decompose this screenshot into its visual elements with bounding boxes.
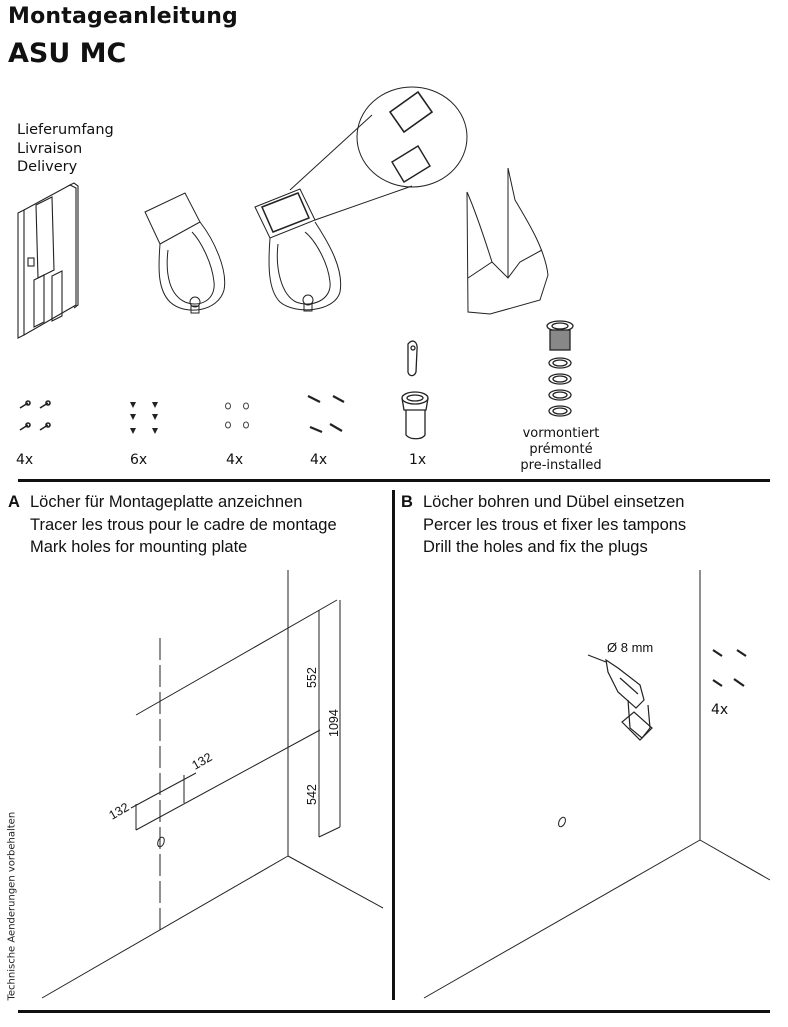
urinal-with-sensor-window-icon bbox=[254, 86, 468, 312]
small-screws-icon bbox=[130, 402, 158, 434]
step-b-line-fr: Percer les trous et fixer les tampons bbox=[423, 515, 687, 534]
section-divider-vertical bbox=[392, 490, 395, 1000]
drilling-diagram bbox=[423, 570, 771, 999]
delivery-heading: Lieferumfang Livraison Delivery bbox=[17, 121, 114, 177]
floor-line-left-b bbox=[423, 839, 701, 999]
floor-line-right bbox=[287, 855, 384, 909]
wall-marking-diagram bbox=[41, 570, 384, 999]
delivery-label-en: Delivery bbox=[17, 159, 78, 175]
section-divider-top bbox=[18, 479, 770, 482]
drilled-hole bbox=[558, 816, 566, 828]
drill-size-label: Ø 8 mm bbox=[607, 640, 654, 655]
step-a-line-de: Löcher für Montageplatte anzeichnen bbox=[30, 493, 303, 511]
delivery-label-fr: Livraison bbox=[17, 140, 83, 157]
dim-132-left: 132 bbox=[107, 800, 132, 823]
delivery-label-de: Lieferumfang bbox=[17, 122, 114, 138]
siphon-icon bbox=[401, 340, 429, 440]
drill-icon bbox=[587, 654, 653, 741]
washers-icon bbox=[225, 402, 249, 429]
floor-line-left bbox=[41, 855, 289, 999]
preinstalled-en: pre-installed bbox=[520, 458, 602, 473]
dim-552: 552 bbox=[305, 667, 319, 688]
screws-icon bbox=[19, 400, 51, 431]
step-b-letter: B bbox=[401, 493, 413, 511]
qty-small-screws: 6x bbox=[130, 452, 148, 468]
urinal-icon bbox=[144, 192, 226, 314]
lower-mark-line bbox=[135, 729, 321, 831]
step-b-line-de: Löcher bohren und Dübel einsetzen bbox=[423, 493, 685, 511]
qty-siphon: 1x bbox=[409, 452, 427, 468]
dim-1094: 1094 bbox=[327, 709, 341, 737]
step-a-line-fr: Tracer les trous pour le cadre de montag… bbox=[30, 515, 337, 534]
qty-dowels: 4x bbox=[310, 452, 328, 468]
floor-line-right-b bbox=[699, 839, 771, 881]
upper-mark-line bbox=[135, 599, 338, 716]
dim-542: 542 bbox=[305, 784, 319, 805]
step-b-line-en: Drill the holes and fix the plugs bbox=[423, 538, 648, 556]
cover-shield-icon bbox=[466, 167, 549, 315]
qty-dowels-b: 4x bbox=[711, 702, 729, 718]
side-disclaimer: Technische Aenderungen vorbehalten bbox=[6, 811, 18, 1001]
drill-hole-mark bbox=[157, 836, 165, 848]
preinstalled-fr: prémonté bbox=[529, 442, 593, 457]
section-divider-bottom bbox=[18, 1010, 770, 1013]
dim-132-right: 132 bbox=[190, 750, 215, 773]
qty-washers: 4x bbox=[226, 452, 244, 468]
drain-set-icon bbox=[546, 320, 574, 417]
offset-dim-line bbox=[130, 772, 197, 809]
dowels-icon bbox=[307, 395, 345, 434]
qty-screws: 4x bbox=[16, 452, 34, 468]
step-b-instructions: B Löcher bohren und Dübel einsetzen Perce… bbox=[401, 491, 686, 559]
preinstalled-de: vormontiert bbox=[522, 426, 600, 441]
preinstalled-note: vormontiert prémonté pre-installed bbox=[513, 426, 609, 474]
step-a-letter: A bbox=[8, 493, 20, 511]
document-title: Montageanleitung bbox=[8, 4, 238, 29]
step-a-line-en: Mark holes for mounting plate bbox=[30, 538, 248, 556]
dowels-b-icon bbox=[712, 649, 747, 687]
mounting-plate-icon bbox=[17, 182, 79, 339]
product-name: ASU MC bbox=[8, 38, 127, 69]
step-a-instructions: A Löcher für Montageplatte anzeichnen Tra… bbox=[8, 491, 337, 559]
